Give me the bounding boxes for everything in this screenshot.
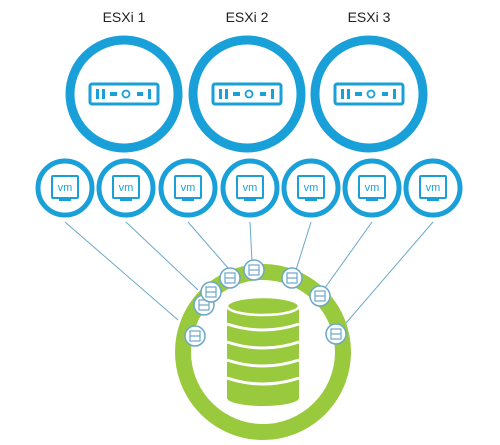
server-icon: [211, 82, 283, 106]
host-label-esxi-1: ESXi 1: [103, 9, 146, 25]
database-icon: [225, 295, 301, 406]
vm-icon: [236, 175, 264, 201]
server-icon: [88, 82, 160, 106]
vm-node-1: vm: [35, 158, 95, 218]
vm-icon: [51, 175, 79, 201]
vm-label: vm: [181, 182, 196, 194]
link-line: [339, 221, 434, 331]
link-line: [295, 221, 312, 271]
vmdk-icon: [184, 325, 206, 347]
vmdk-icon: [243, 259, 265, 281]
vm-label: vm: [426, 182, 441, 194]
vm-node-4: vm: [220, 158, 280, 218]
link-line: [321, 221, 373, 293]
vm-icon: [297, 175, 325, 201]
link-line: [64, 221, 179, 321]
host-label-esxi-2: ESXi 2: [226, 9, 269, 25]
vm-icon: [174, 175, 202, 201]
vmdk-icons: [184, 259, 347, 347]
vm-icon: [358, 175, 386, 201]
host-labels: ESXi 1 ESXi 2 ESXi 3: [103, 9, 391, 25]
vmdk-icon: [200, 281, 222, 303]
host-label-esxi-3: ESXi 3: [348, 9, 391, 25]
link-line: [249, 221, 253, 263]
vmdk-icon: [309, 285, 331, 307]
vm-label: vm: [119, 182, 134, 194]
vmdk-icon: [219, 267, 241, 289]
host-esxi-2: [188, 35, 306, 153]
link-line: [125, 221, 199, 291]
vm-node-7: vm: [403, 158, 463, 218]
vm-label: vm: [243, 182, 258, 194]
host-esxi-3: [310, 35, 428, 153]
vm-icon: [419, 175, 447, 201]
vm-label: vm: [304, 182, 319, 194]
vm-label: vm: [58, 182, 73, 194]
vmdk-icon: [281, 267, 303, 289]
vm-datastore-links: [64, 221, 434, 331]
vm-node-3: vm: [158, 158, 218, 218]
server-icon: [333, 82, 405, 106]
host-esxi-1: [65, 35, 183, 153]
vm-icon: [112, 175, 140, 201]
vm-node-2: vm: [96, 158, 156, 218]
vm-node-6: vm: [342, 158, 402, 218]
vm-label: vm: [365, 182, 380, 194]
vm-node-5: vm: [281, 158, 341, 218]
vmdk-icon: [325, 323, 347, 345]
link-line: [187, 221, 229, 269]
